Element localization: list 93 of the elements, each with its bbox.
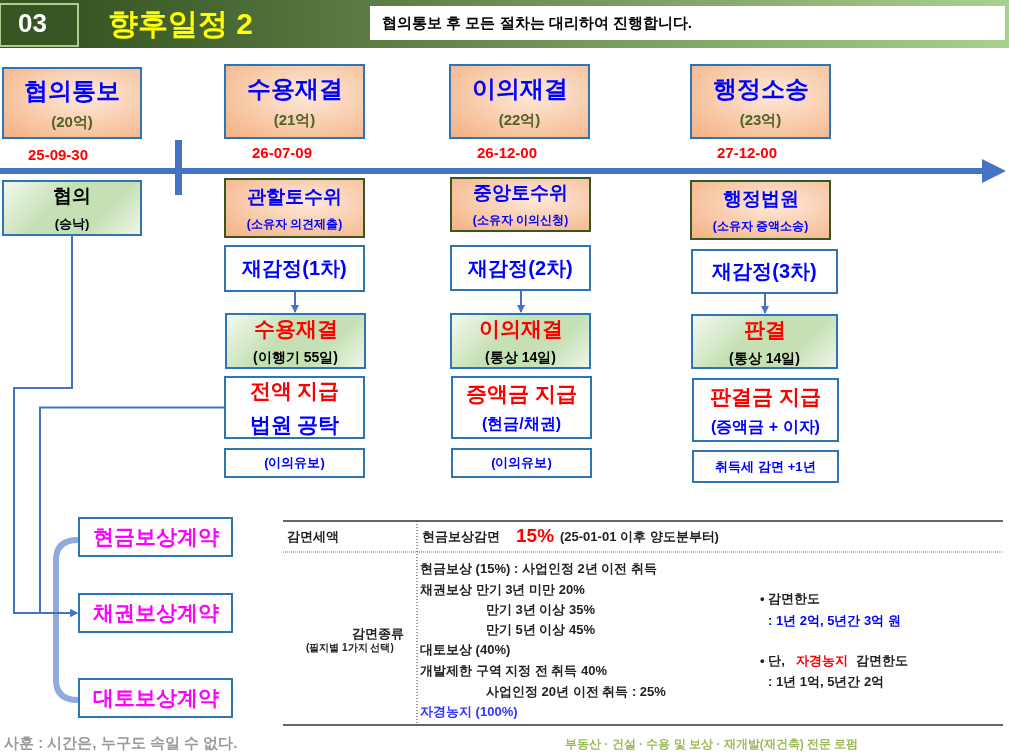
stage-box xyxy=(449,64,590,139)
note-text: (이의유보) xyxy=(491,454,552,472)
table-header: 감면종류 xyxy=(352,625,404,643)
period-note: (통상 14일) xyxy=(729,349,800,368)
body-note: (소유자 이의신청) xyxy=(472,212,569,229)
body-title: 행정법원 xyxy=(722,186,799,211)
arrow xyxy=(291,291,299,313)
table-cell-text: 자경농지 (100%) xyxy=(420,703,518,721)
body-note: (소유자 의견제출) xyxy=(246,215,343,233)
step-box xyxy=(224,448,365,478)
step-note: (승낙) xyxy=(54,215,90,233)
step-box xyxy=(224,376,365,439)
contract-title: 채권보상계약 xyxy=(92,600,219,626)
contract-box xyxy=(78,678,233,718)
contract-title: 대토보상계약 xyxy=(92,685,219,711)
note-text: (이의유보) xyxy=(264,454,325,472)
limit-value: : 1년 1억, 5년간 2억 xyxy=(768,673,885,691)
payment-title: 판결금 지급 xyxy=(710,383,821,410)
stage-box xyxy=(690,64,831,139)
payment-title: 법원 공탁 xyxy=(249,411,340,438)
table-note: (필지별 1가지 선택) xyxy=(306,641,394,655)
step-box xyxy=(2,180,142,236)
period-note: (이행기 55일) xyxy=(253,349,338,367)
motto-text: 사훈 : 시간은, 누구도 속일 수 없다. xyxy=(4,734,238,753)
stage-title: 행정소송 xyxy=(712,74,809,104)
arrow xyxy=(39,406,225,617)
body-title: 중앙토수위 xyxy=(473,181,568,205)
step-box xyxy=(450,313,591,369)
payment-title: 증액금 지급 xyxy=(466,381,577,407)
highlight-percent: 15% xyxy=(516,525,555,547)
step-box xyxy=(450,245,591,291)
decision-title: 이의재결 xyxy=(478,316,563,342)
date-label: 25-09-30 xyxy=(28,146,89,163)
step-box xyxy=(690,180,831,240)
stage-box xyxy=(224,64,365,139)
limit-heading: 감면한도 xyxy=(856,652,908,670)
step-box xyxy=(691,249,838,294)
payment-note: (증액금 + 이자) xyxy=(711,416,820,437)
stage-box xyxy=(2,67,142,139)
date-label: 27-12-00 xyxy=(717,144,778,161)
step-title: 재감정(2차) xyxy=(468,255,573,281)
step-box xyxy=(692,450,839,483)
arrow xyxy=(761,293,769,314)
step-title: 협의 xyxy=(53,184,91,208)
table-cell-text: 만기 3년 이상 35% xyxy=(486,601,596,619)
contract-box xyxy=(78,593,233,633)
note-text: 취득세 감면 +1년 xyxy=(715,457,816,476)
step-box xyxy=(450,177,591,232)
step-box xyxy=(692,378,839,442)
payment-title: 전액 지급 xyxy=(249,377,340,404)
table-cell-text: 현금보상감면 xyxy=(422,528,500,546)
table-cell-text: (25-01-01 이후 양도분부터) xyxy=(560,528,719,546)
stage-title: 이의재결 xyxy=(471,74,568,104)
limit-heading: • 단, xyxy=(760,652,785,670)
arrow xyxy=(517,290,525,313)
footer-tagline: 부동산 · 건설 · 수용 및 보상 · 재개발(재건축) 전문 로펌 xyxy=(565,736,859,753)
step-box xyxy=(224,178,365,238)
table-cell-text: 만기 5년 이상 45% xyxy=(486,621,596,639)
step-box xyxy=(451,448,592,478)
decision-title: 판결 xyxy=(743,316,786,343)
contract-title: 현금보상계약 xyxy=(92,524,219,550)
table-cell-text: 개발제한 구역 지정 전 취득 40% xyxy=(420,662,608,680)
date-label: 26-12-00 xyxy=(477,144,538,161)
table-header: 감면세액 xyxy=(287,528,339,546)
step-title: 재감정(3차) xyxy=(712,259,817,284)
step-box xyxy=(691,314,838,369)
table-cell-text: 현금보상 (15%) : 사업인정 2년 이전 취득 xyxy=(420,560,657,578)
table-cell-text: 채권보상 만기 3년 미만 20% xyxy=(420,581,585,599)
limit-value: : 1년 2억, 5년간 3억 원 xyxy=(768,612,901,630)
amount-label: (21억) xyxy=(273,111,316,130)
amount-label: (20억) xyxy=(51,112,93,132)
date-label: 26-07-09 xyxy=(252,144,313,161)
step-box xyxy=(451,376,592,439)
slide-title: 향후일정 2 xyxy=(108,6,254,42)
step-title: 재감정(1차) xyxy=(242,256,347,281)
period-note: (통상 14일) xyxy=(485,349,556,367)
table-cell-text: 대토보상 (40%) xyxy=(420,641,511,659)
amount-label: (23억) xyxy=(739,111,782,130)
highlight-text: 자경농지 xyxy=(796,652,848,670)
step-box xyxy=(224,245,365,292)
amount-label: (22억) xyxy=(498,111,541,130)
body-note: (소유자 증액소송) xyxy=(712,217,809,235)
payment-note: (현금/채권) xyxy=(481,414,562,434)
stage-title: 협의통보 xyxy=(24,75,120,106)
decision-title: 수용재결 xyxy=(253,316,338,342)
header-note: 협의통보 후 모든 절차는 대리하여 진행합니다. xyxy=(382,14,692,33)
table-cell-text: 사업인정 20년 이전 취득 : 25% xyxy=(486,683,666,701)
stage-title: 수용재결 xyxy=(246,74,343,104)
step-box xyxy=(225,313,366,369)
limit-heading: • 감면한도 xyxy=(760,590,821,608)
section-number: 03 xyxy=(18,8,47,39)
contract-box xyxy=(78,517,233,557)
body-title: 관할토수위 xyxy=(247,184,342,209)
